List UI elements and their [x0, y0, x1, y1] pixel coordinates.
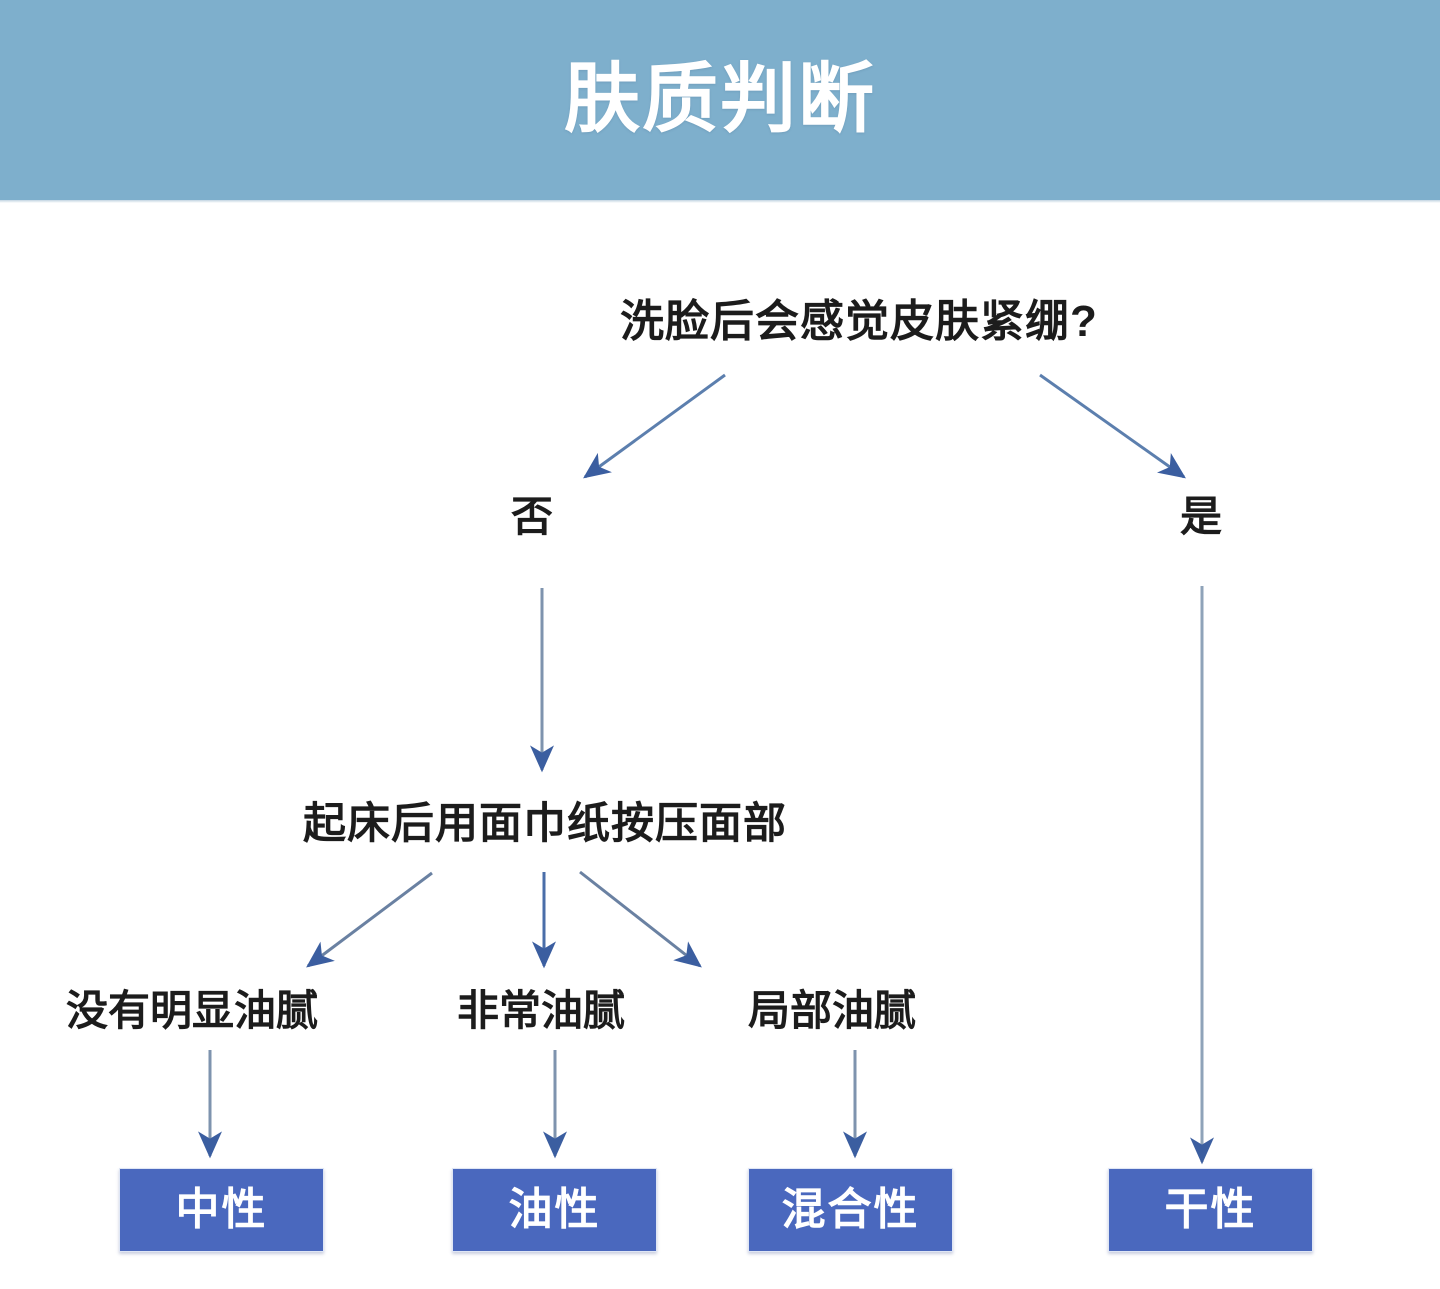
branch-label-no: 否: [511, 493, 554, 540]
edge-tissue-to-oil-none: [306, 871, 433, 968]
page-title: 肤质判断: [564, 57, 876, 142]
header-banner: 肤质判断: [0, 0, 1440, 200]
edge-root-to-no: [583, 373, 726, 479]
result-label-neutral: 中性: [175, 1185, 268, 1234]
result-label-combination: 混合性: [781, 1185, 920, 1234]
result-box-neutral: 中性: [119, 1168, 324, 1252]
node-oil-none: 没有明显油腻: [66, 987, 319, 1034]
edge-root-to-yes: [1039, 373, 1186, 479]
result-box-combination: 混合性: [748, 1168, 953, 1252]
branch-label-yes: 是: [1180, 493, 1223, 540]
result-label-dry: 干性: [1164, 1185, 1257, 1234]
result-box-dry: 干性: [1108, 1168, 1313, 1252]
result-box-oily: 油性: [452, 1168, 657, 1252]
edge-tissue-to-oil-part: [579, 870, 702, 968]
node-tissue-test: 起床后用面巾纸按压面部: [303, 800, 787, 848]
node-oil-heavy: 非常油腻: [457, 987, 626, 1034]
diagram-canvas: 洗脸后会感觉皮肤紧绷? 否 是 起床后用面巾纸按压面部 没有明显油腻 非常油腻 …: [0, 200, 1440, 1289]
arrow-layer: [198, 373, 1214, 1165]
node-oil-partial: 局部油腻: [748, 987, 917, 1034]
result-label-oily: 油性: [508, 1185, 601, 1234]
header-divider: [0, 200, 1440, 203]
node-root-question: 洗脸后会感觉皮肤紧绷?: [620, 297, 1098, 346]
